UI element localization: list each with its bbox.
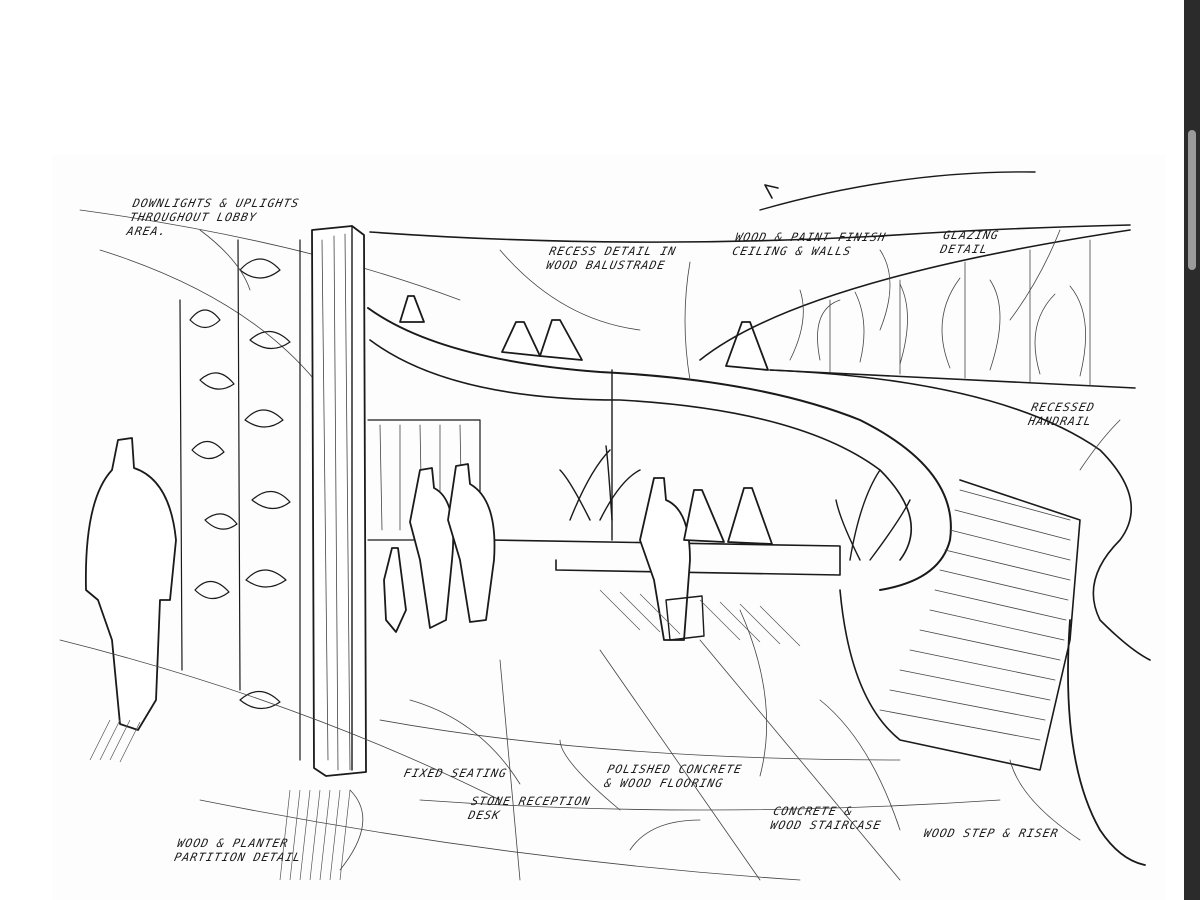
annotation-line: DESK bbox=[467, 808, 502, 822]
annotation-wood-paint: WOOD & PAINT FINISH CEILING & WALLS bbox=[731, 230, 888, 258]
annotation-line: FIXED SEATING bbox=[402, 766, 509, 780]
annotation-line: WOOD & PLANTER bbox=[176, 836, 290, 850]
annotation-line: RECESSED bbox=[1030, 400, 1097, 414]
annotation-wood-step: WOOD STEP & RISER bbox=[923, 826, 1061, 840]
annotation-line: GLAZING bbox=[942, 228, 1001, 242]
annotation-line: STONE RECEPTION bbox=[470, 794, 592, 808]
vertical-scrollbar[interactable] bbox=[1184, 0, 1200, 900]
annotation-line: DOWNLIGHTS & UPLIGHTS bbox=[131, 196, 301, 210]
annotation-line: PARTITION DETAIL bbox=[173, 850, 303, 864]
annotation-line: & WOOD FLOORING bbox=[603, 776, 725, 790]
annotation-wood-planter: WOOD & PLANTER PARTITION DETAIL bbox=[173, 836, 306, 864]
annotation-line: HANDRAIL bbox=[1027, 414, 1094, 428]
annotation-concrete-staircase: CONCRETE & WOOD STAIRCASE bbox=[769, 804, 886, 832]
annotation-line: CEILING & WALLS bbox=[731, 244, 853, 258]
annotation-line: WOOD STEP & RISER bbox=[922, 826, 1061, 840]
annotation-line: CONCRETE & bbox=[772, 804, 855, 818]
annotation-line: RECESS DETAIL IN bbox=[548, 244, 678, 258]
scrollbar-thumb[interactable] bbox=[1188, 130, 1196, 270]
annotation-line: POLISHED CONCRETE bbox=[606, 762, 744, 776]
annotation-stone-reception: STONE RECEPTION DESK bbox=[467, 794, 592, 822]
annotation-downlights: DOWNLIGHTS & UPLIGHTS THROUGHOUT LOBBY A… bbox=[126, 196, 301, 238]
annotation-line: DETAIL bbox=[939, 242, 990, 256]
annotation-line: WOOD & PAINT FINISH bbox=[734, 230, 888, 244]
annotation-recess-detail: RECESS DETAIL IN WOOD BALUSTRADE bbox=[545, 244, 678, 272]
annotation-fixed-seating: FIXED SEATING bbox=[403, 766, 509, 780]
annotation-line: AREA. bbox=[125, 224, 169, 238]
annotation-line: WOOD BALUSTRADE bbox=[545, 258, 667, 272]
annotation-line: WOOD STAIRCASE bbox=[769, 818, 883, 832]
annotation-glazing: GLAZING DETAIL bbox=[939, 228, 1000, 256]
annotation-handrail: RECESSED HANDRAIL bbox=[1027, 400, 1096, 428]
annotation-polished-concrete: POLISHED CONCRETE & WOOD FLOORING bbox=[603, 762, 744, 790]
annotation-line: THROUGHOUT LOBBY bbox=[128, 210, 259, 224]
